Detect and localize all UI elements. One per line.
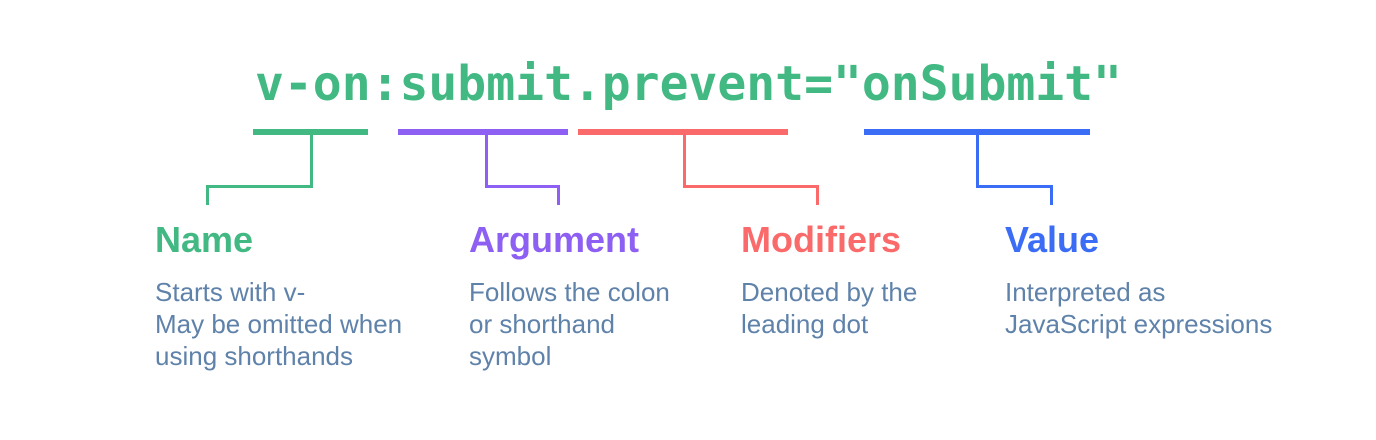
value-underline-bar	[864, 129, 1090, 135]
directive-code-text: v-on:submit.prevent="onSubmit"	[255, 56, 1122, 112]
argument-underline-bar	[398, 129, 568, 135]
modifiers-label: Modifiers	[741, 219, 902, 260]
modifiers-description: Denoted by the leading dot	[741, 277, 918, 339]
argument-label: Argument	[469, 219, 639, 260]
value-label: Value	[1005, 219, 1100, 260]
name-connector-line	[206, 134, 313, 205]
name-underline-bar	[253, 129, 368, 135]
modifiers-underline-bar	[578, 129, 788, 135]
name-label: Name	[155, 219, 254, 260]
argument-description: Follows the colon or shorthand symbol	[469, 277, 670, 371]
argument-connector-line	[485, 134, 560, 205]
name-description: Starts with v- May be omitted when using…	[155, 277, 403, 371]
value-connector-line	[976, 134, 1053, 205]
value-description: Interpreted as JavaScript expressions	[1005, 277, 1273, 339]
modifiers-connector-line	[683, 134, 819, 205]
